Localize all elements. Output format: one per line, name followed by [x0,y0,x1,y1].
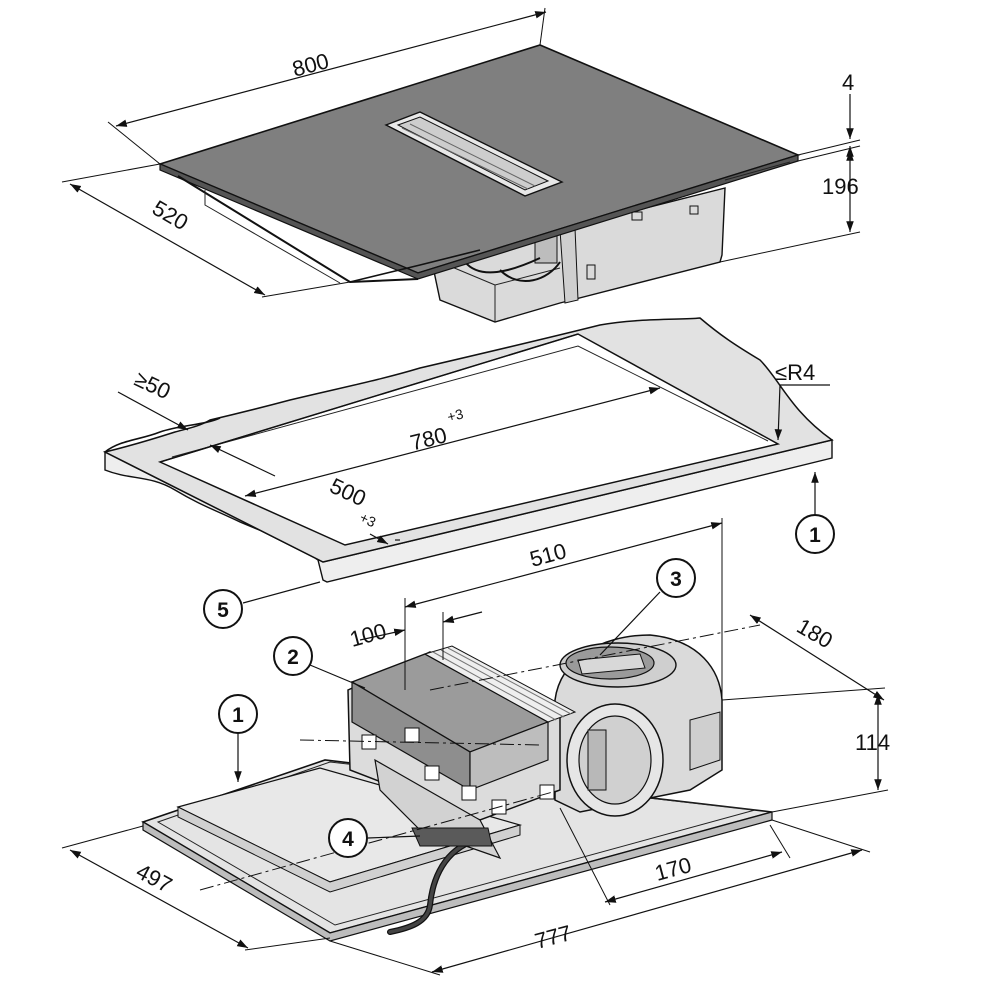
cooktop-housing [431,187,726,323]
callout-label: 1 [809,524,821,547]
dimension-114: 114 [771,694,890,813]
dim-label-100: 100 [347,618,389,652]
dimension-radius: ≤R4 [774,360,830,441]
callout-3-fan-outlet: 3 [599,558,696,656]
dim-label-777: 777 [532,920,574,954]
cooktop-assembly [157,44,801,323]
callout-2-clamp: 2 [273,636,366,689]
callout-1-worktop: 1 [795,472,835,554]
dim-label-radius: ≤R4 [775,360,815,385]
dimension-4: 4 [797,70,861,162]
dim-label-4: 4 [842,70,854,95]
worktop-surface [102,317,834,563]
dim-label-170: 170 [652,852,694,886]
callout-label: 2 [287,646,299,669]
dimension-196: 196 [719,150,861,263]
dim-label-min-edge: ≥50 [131,366,175,404]
callout-1-worktop-lower: 1 [218,694,258,782]
dimension-min-edge: ≥50 [117,366,189,431]
dim-label-497: 497 [132,858,176,897]
callout-label: 5 [217,599,229,622]
dim-label-180: 180 [793,613,837,653]
dim-label-500: 500 [326,473,370,511]
callout-label: 4 [342,828,354,851]
dim-tol-780: +3 [446,405,466,424]
dim-label-520: 520 [148,195,192,235]
dim-label-510: 510 [527,538,569,572]
dim-label-780: 780 [408,422,450,455]
callout-4-cable: 4 [328,818,421,858]
callout-label: 3 [670,568,682,591]
worktop-cutout [102,317,834,583]
callout-label: 1 [232,704,244,727]
dim-label-800: 800 [290,48,332,82]
dim-tol-500: +3 [357,509,378,530]
base-unit [141,624,773,942]
dim-label-196: 196 [822,174,859,199]
dim-label-114: 114 [855,730,890,755]
callout-5-worktop-edge: 5 [203,581,321,629]
dimension-180: 180 [721,613,886,701]
